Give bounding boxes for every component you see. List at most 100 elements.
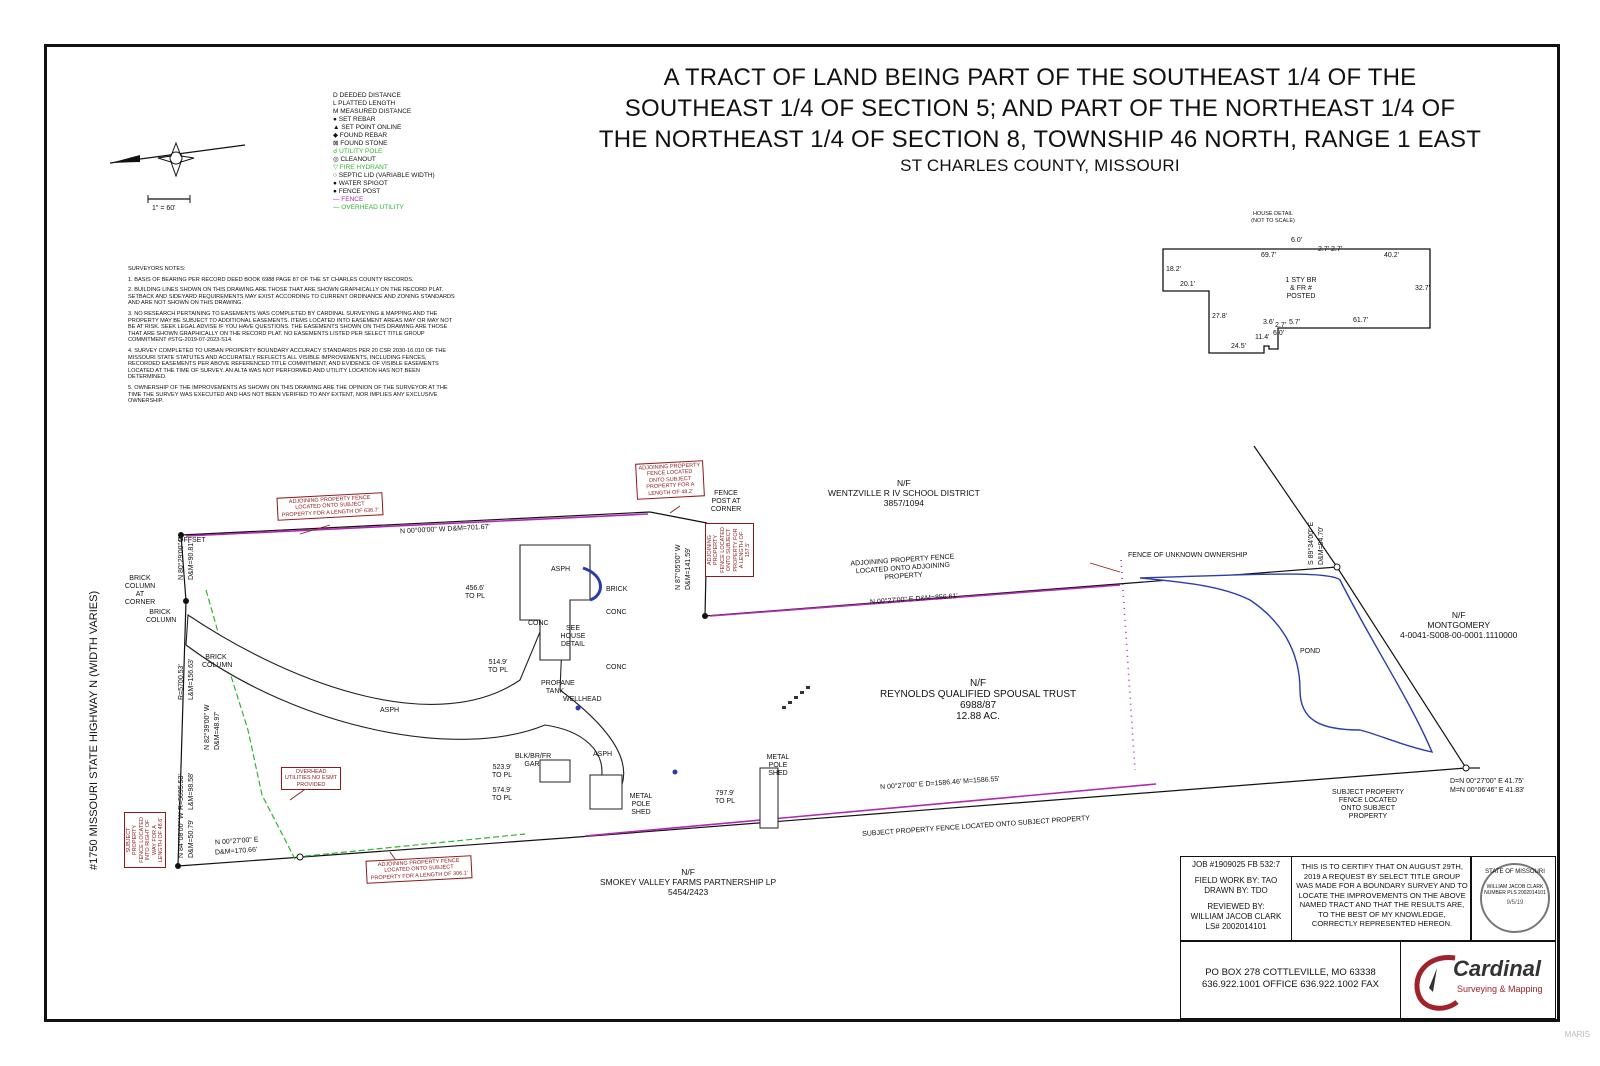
label-conc: CONC (606, 609, 627, 616)
road-label: #1750 MISSOURI STATE HIGHWAY N (WIDTH VA… (88, 590, 100, 870)
cardinal-logo-icon (1414, 955, 1459, 1011)
house-dim: 2.7' (1318, 246, 1330, 253)
note-item: 3. NO RESEARCH PERTAINING TO EASEMENTS W… (128, 310, 452, 344)
certification-text: THIS IS TO CERTIFY THAT ON AUGUST 29TH, … (1296, 862, 1468, 928)
house-dim: 40.2' (1384, 252, 1399, 259)
house-dim: 18.2' (1166, 266, 1181, 273)
parcel-east: N/F MONTGOMERY 4-0041-S008-00-0001.11100… (1400, 610, 1517, 640)
label-fence-unknown: FENCE OF UNKNOWN OWNERSHIP (1128, 552, 1248, 559)
north-arrow-icon (109, 141, 246, 178)
house-dim: 3.6' (1263, 319, 1275, 326)
label-to-pl: 523.9' TO PL (491, 764, 513, 779)
scale-label: 1" = 60' (152, 205, 176, 212)
label-to-pl: 456.6' TO PL (464, 585, 486, 600)
label-to-pl: 574.9' TO PL (491, 787, 513, 802)
logo-word: Cardinal (1453, 956, 1542, 981)
legend-item: ● WATER SPIGOT (333, 180, 388, 187)
bearing-west-e2: D&M=50.79' (188, 819, 195, 859)
parcel-north: N/F WENTZVILLE R IV SCHOOL DISTRICT 3857… (828, 478, 980, 508)
septic-dots (782, 686, 810, 709)
bearing-east-2: M=N 00°06'46" E 41.83' (1450, 787, 1525, 794)
parcel-south-deed: 5454/2423 (668, 887, 709, 897)
logo-sub: Surveying & Mapping (1457, 984, 1543, 994)
label-to-pl: 514.9' TO PL (487, 659, 509, 674)
label-conc: CONC (528, 620, 549, 627)
parcel-east-nf: N/F (1451, 610, 1466, 620)
label-see-house: SEE HOUSE DETAIL (560, 625, 586, 648)
callout-subject-fence-row: SUBJECT PROPERTY FENCE LOCATED INTO RIGH… (124, 812, 167, 868)
callout-overhead-utilities: OVERHEAD UTILITIES NO ESMT PROVIDED (281, 767, 341, 791)
house-dim: 2.7' (1331, 246, 1343, 253)
title-line-3: THE NORTHEAST 1/4 OF SECTION 8, TOWNSHIP… (598, 126, 1482, 153)
legend-item: ● FENCE POST (333, 188, 381, 195)
parcel-subject: N/F REYNOLDS QUALIFIED SPOUSAL TRUST 698… (880, 678, 1076, 722)
fence-lines (185, 513, 1157, 837)
metal-pole-shed (759, 767, 779, 829)
label-offset: OFFSET (178, 537, 206, 544)
house-detail-outline (1162, 248, 1431, 354)
bearing-east-inner: S 89°34'00" E (1308, 521, 1315, 565)
job-number: JOB #1909025 FB 532:7 (1191, 860, 1281, 869)
seal-box: STATE OF MISSOURI WILLIAM JACOB CLARK NU… (1471, 856, 1556, 941)
label-asph: ASPH (551, 566, 571, 573)
legend: D DEEDED DISTANCE L PLATTED LENGTH M MEA… (333, 92, 435, 212)
label-conc: CONC (606, 664, 627, 671)
label-fence-post: FENCE POST AT CORNER (710, 490, 742, 513)
house-detail-title: HOUSE DETAIL (NOT TO SCALE) (1251, 211, 1295, 224)
bearing-west-c: N 82°39'00" W (204, 704, 211, 750)
drawn-by: DRAWN BY: TDO (1204, 886, 1268, 895)
legend-item: ▽ FIRE HYDRANT (333, 164, 388, 171)
parcel-south-nf: N/F (681, 867, 695, 877)
note-item: 4. SURVEY COMPLETED TO URBAN PROPERTY BO… (128, 347, 447, 381)
label-brick: BRICK (606, 586, 628, 593)
legend-item: ● SET REBAR (333, 116, 376, 123)
notes-heading: SURVEYORS NOTES: (128, 266, 186, 272)
brick-steps (582, 566, 602, 602)
label-asph: ASPH (593, 751, 613, 758)
legend-item: D DEEDED DISTANCE (333, 92, 401, 99)
phones-line: 636.922.1001 OFFICE 636.922.1002 FAX (1202, 979, 1379, 990)
legend-item: L PLATTED LENGTH (333, 100, 396, 107)
parcel-subject-deed: 6988/87 (960, 700, 997, 711)
company-logo: Cardinal Surveying & Mapping (1400, 941, 1556, 1019)
bearing-west-e: N 84°08'00" W (178, 812, 185, 858)
parcel-subject-owner: REYNOLDS QUALIFIED SPOUSAL TRUST (880, 689, 1077, 700)
watermark: MARIS (1564, 1030, 1590, 1039)
house-dim: 6.0' (1291, 237, 1303, 244)
callout-adjoining-fence: ADJOINING PROPERTY FENCE LOCATED ONTO SU… (705, 523, 754, 577)
house-dim: 11.4' (1255, 334, 1270, 341)
parcel-north-owner: WENTZVILLE R IV SCHOOL DISTRICT (828, 488, 980, 498)
legend-item: ☌ UTILITY POLE (333, 148, 383, 155)
label-garage: BLK/BR/FR GAR (515, 753, 552, 768)
note-item: 5. OWNERSHIP OF THE IMPROVEMENTS AS SHOW… (128, 384, 448, 405)
legend-item: ○ SEPTIC LID (VARIABLE WIDTH) (333, 172, 435, 179)
parcel-south: N/F SMOKEY VALLEY FARMS PARTNERSHIP LP 5… (600, 867, 776, 897)
reviewer-ls: LS# 2002014101 (1205, 922, 1267, 931)
label-brick-column: BRICK COLUMN (146, 609, 177, 624)
seal-top: STATE OF MISSOURI (1485, 869, 1545, 875)
drawing-title: A TRACT OF LAND BEING PART OF THE SOUTHE… (560, 62, 1520, 177)
legend-item: ◆ FOUND REBAR (333, 132, 388, 139)
parcel-east-deed: 4-0041-S008-00-0001.1110000 (1400, 630, 1518, 640)
house-dim: 61.7' (1353, 317, 1368, 324)
legend-item: — OVERHEAD UTILITY (333, 204, 404, 211)
parcel-north-nf: N/F (897, 478, 911, 488)
label-to-pl: 797.9' TO PL (714, 790, 736, 805)
title-block-job-info: JOB #1909025 FB 532:7 FIELD WORK BY: TAO… (1180, 856, 1292, 941)
title-line-2: SOUTHEAST 1/4 OF SECTION 5; AND PART OF … (624, 95, 1456, 122)
house-dim: 27.8' (1212, 313, 1227, 320)
bearing-west-c2: D&M=48.97' (214, 711, 221, 751)
reviewer-name: WILLIAM JACOB CLARK (1190, 912, 1282, 921)
house-detail-label: 1 STY BR & FR # POSTED (1285, 277, 1317, 300)
legend-item: — FENCE (333, 196, 364, 203)
label-metal-shed: METAL POLE SHED (766, 754, 790, 777)
house-dim: 5.7' (1289, 319, 1301, 326)
bearing-west-d2: L&M=98.58' (188, 772, 195, 810)
parcel-subject-area: 12.88 AC. (956, 711, 1001, 722)
house-dim: 69.7' (1261, 252, 1276, 259)
seal-name: WILLIAM JACOB CLARK (1486, 884, 1544, 890)
bearing-west-b2: L&M=156.63' (188, 658, 195, 700)
callout-adjoining-fence: ADJOINING PROPERTY FENCE LOCATED ONTO SU… (635, 460, 705, 500)
pond (1139, 573, 1434, 753)
